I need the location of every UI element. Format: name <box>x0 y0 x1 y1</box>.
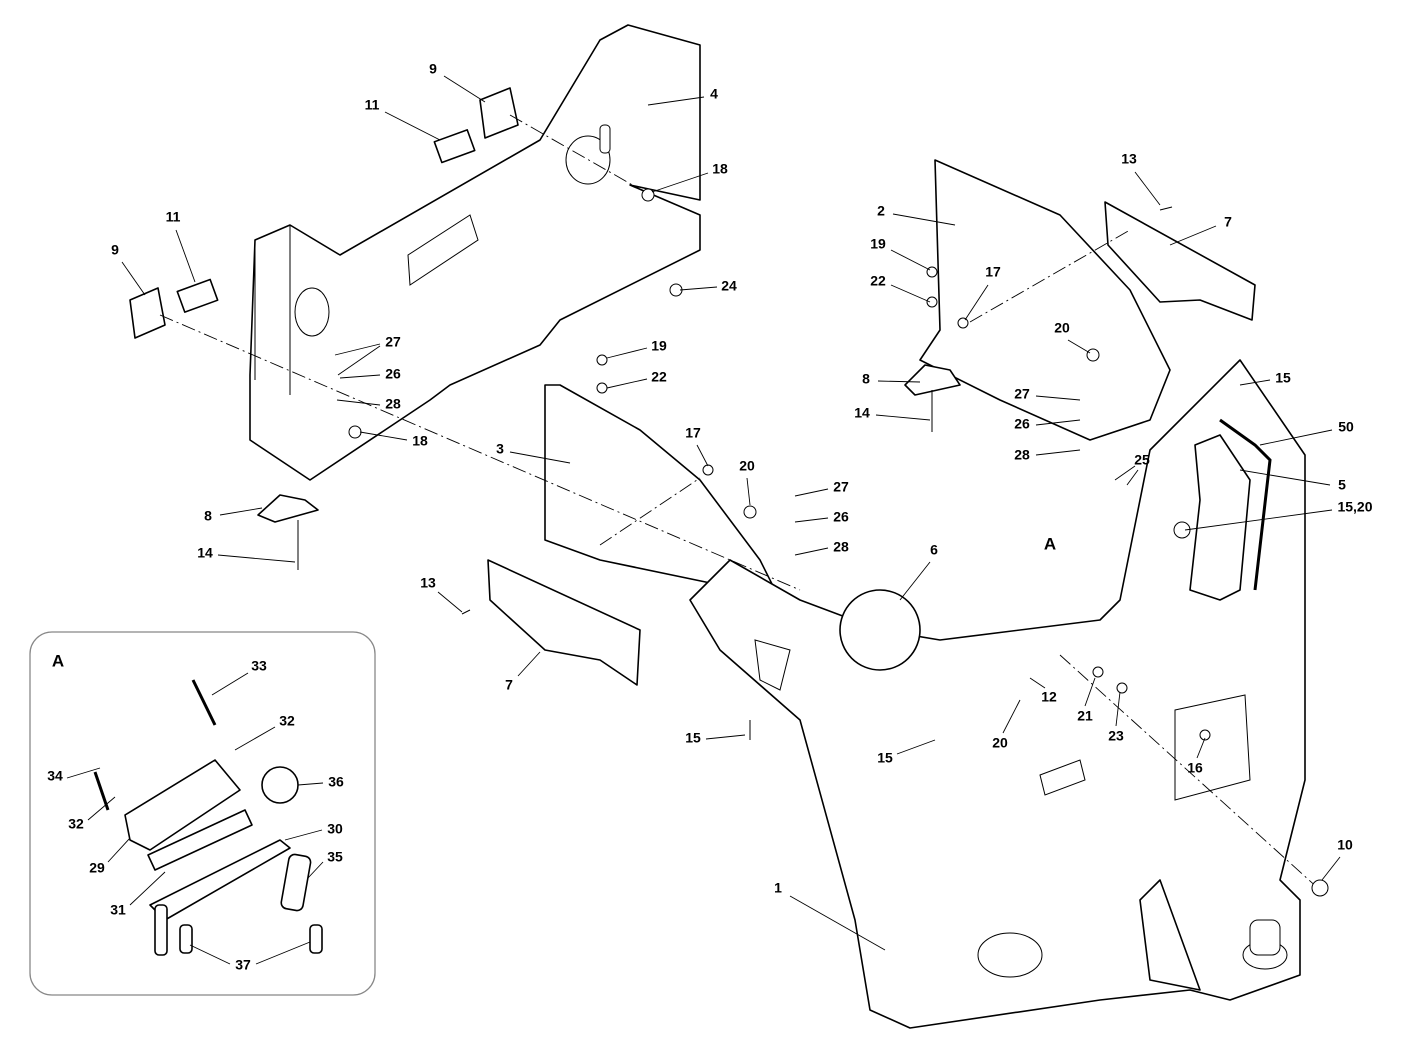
callout: 15 <box>685 730 701 746</box>
cover-7-right <box>1104 201 1256 321</box>
callout: 9 <box>429 61 437 77</box>
part-5 <box>1189 434 1251 601</box>
callout: 31 <box>110 902 126 918</box>
callout: 25 <box>1134 452 1150 468</box>
callout: 15,20 <box>1337 499 1372 515</box>
pad-9-left <box>129 287 166 339</box>
callout: 35 <box>327 849 343 865</box>
cover-7-left <box>487 559 641 686</box>
callout: 6 <box>930 542 938 558</box>
callout: 1 <box>774 880 782 896</box>
callout: 15 <box>1275 370 1291 386</box>
callout: 21 <box>1077 708 1093 724</box>
callout: 7 <box>1224 214 1232 230</box>
callout: 11 <box>365 97 380 113</box>
callout: 33 <box>251 658 267 674</box>
bracket-8-right <box>904 364 961 396</box>
part-6 <box>839 589 921 671</box>
callout: 22 <box>870 273 886 289</box>
callout: 18 <box>712 161 728 177</box>
plate-11-top <box>433 129 476 164</box>
callout: 19 <box>870 236 886 252</box>
callout: 13 <box>420 575 436 591</box>
callout: 34 <box>47 768 63 784</box>
callout: 50 <box>1338 419 1354 435</box>
callout: 8 <box>862 371 870 387</box>
panel-3 <box>544 384 781 601</box>
seal-50 <box>1219 418 1272 591</box>
main-frame <box>689 359 1306 1029</box>
fasteners <box>297 188 1329 897</box>
leader-lines <box>66 75 1341 965</box>
callout: 17 <box>985 264 1001 280</box>
callout: 2 <box>877 203 885 219</box>
callout: 17 <box>685 425 701 441</box>
pad-9-top <box>479 87 519 139</box>
callout: 20 <box>739 458 755 474</box>
callout: 12 <box>1041 689 1057 705</box>
callout: 29 <box>89 860 105 876</box>
callout: 14 <box>854 405 870 421</box>
callout: 20 <box>1054 320 1070 336</box>
callout: 26 <box>385 366 401 382</box>
callout: 22 <box>651 369 667 385</box>
callout: 18 <box>412 433 428 449</box>
callout-labels: 9 11 4 18 11 9 24 27 26 28 18 8 14 19 22… <box>47 61 1373 973</box>
detail-a-marker: A <box>1044 534 1056 553</box>
callout: 24 <box>721 278 737 294</box>
plate-11-left <box>176 278 219 313</box>
callout: 11 <box>166 209 181 225</box>
callout: 28 <box>385 396 401 412</box>
inset-title: A <box>52 651 64 670</box>
callout: 10 <box>1337 837 1353 853</box>
callout: 32 <box>68 816 84 832</box>
callout: 32 <box>279 713 295 729</box>
callout: 26 <box>833 509 849 525</box>
callout: 27 <box>385 334 401 350</box>
callout: 37 <box>235 957 251 973</box>
callout: 5 <box>1338 477 1346 493</box>
callout: 9 <box>111 242 119 258</box>
left-frame-plate <box>249 24 701 481</box>
callout: 27 <box>1014 386 1030 402</box>
callout: 26 <box>1014 416 1030 432</box>
callout: 36 <box>328 774 344 790</box>
callout: 7 <box>505 677 513 693</box>
bracket-8-left <box>257 494 319 523</box>
callout: 23 <box>1108 728 1124 744</box>
callout: 8 <box>204 508 212 524</box>
callout: 28 <box>1014 447 1030 463</box>
callout: 13 <box>1121 151 1137 167</box>
callout: 14 <box>197 545 213 561</box>
callout: 3 <box>496 441 504 457</box>
callout: 20 <box>992 735 1008 751</box>
detail-inset-box <box>29 631 376 996</box>
callout: 28 <box>833 539 849 555</box>
callout: 27 <box>833 479 849 495</box>
callout: 30 <box>327 821 343 837</box>
plate-2 <box>919 159 1171 441</box>
callout: 15 <box>877 750 893 766</box>
callout: 4 <box>710 86 718 102</box>
callout: 16 <box>1187 760 1203 776</box>
detail-a-parts <box>93 679 323 956</box>
callout: 19 <box>651 338 667 354</box>
